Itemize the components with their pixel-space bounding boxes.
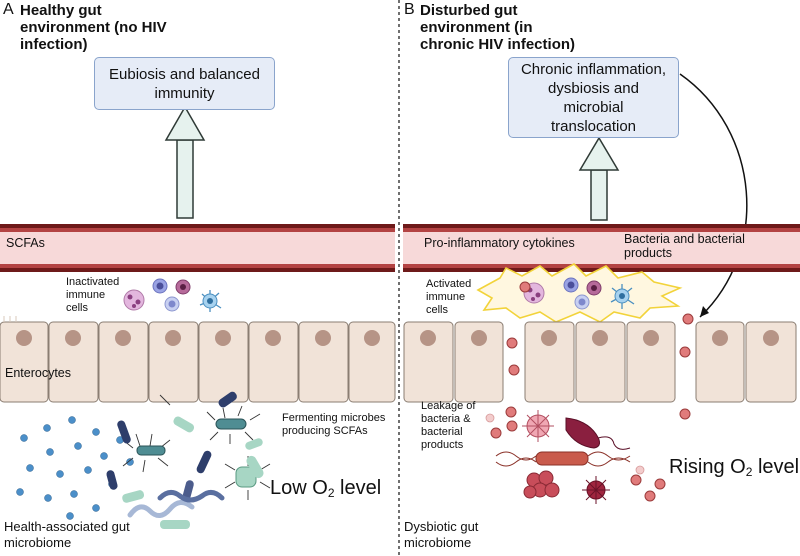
scfa-dots <box>16 416 134 520</box>
outcome-box-b: Chronic inflammation, dysbiosis and micr… <box>508 57 679 138</box>
low-o2-label: Low O2 level <box>270 477 382 500</box>
outcome-box-a: Eubiosis and balanced immunity <box>94 57 275 110</box>
enterocytes-label: Enterocytes <box>5 366 72 380</box>
curved-arrow-b <box>679 73 748 318</box>
rising-o2-label: Rising O2 level <box>669 456 800 479</box>
bacterial-products-label: Bacteria and bacterial products <box>624 232 745 260</box>
enterocytes-b <box>403 321 797 403</box>
cytokines-label: Pro-inflammatory cytokines <box>424 236 575 250</box>
panel-a-title: Healthy gut environment (no HIV infectio… <box>20 2 167 53</box>
leakage-label: Leakage of bacteria & bacterial products <box>421 400 476 451</box>
dysbiotic-microbiome-label: Dysbiotic gut microbiome <box>404 519 479 550</box>
enterocytes-a <box>0 316 396 403</box>
panel-b-title: Disturbed gut environment (in chronic HI… <box>420 2 576 53</box>
mucosa-band-b <box>403 224 800 272</box>
immune-cells-a <box>123 278 222 312</box>
faded-bacteria <box>485 413 645 475</box>
mucosa-band-a <box>0 224 395 272</box>
upward-arrow-b <box>578 136 620 221</box>
upward-arrow-a <box>164 105 206 219</box>
dysbiotic-microbes <box>495 410 631 504</box>
healthy-microbes <box>106 391 271 529</box>
healthy-microbiome-label: Health-associated gut microbiome <box>4 519 130 550</box>
panel-a-letter: A <box>3 1 14 18</box>
activated-immune-label: Activated immune cells <box>426 278 472 316</box>
inactivated-immune-label: Inactivated immune cells <box>66 276 120 314</box>
fermenting-microbes-label: Fermenting microbes producing SCFAs <box>282 412 386 437</box>
scfa-label: SCFAs <box>6 236 45 250</box>
inflammation-burst <box>476 263 683 323</box>
panel-b-letter: B <box>404 1 415 18</box>
leaking-bacteria <box>490 281 694 502</box>
immune-cells-b <box>523 277 635 310</box>
